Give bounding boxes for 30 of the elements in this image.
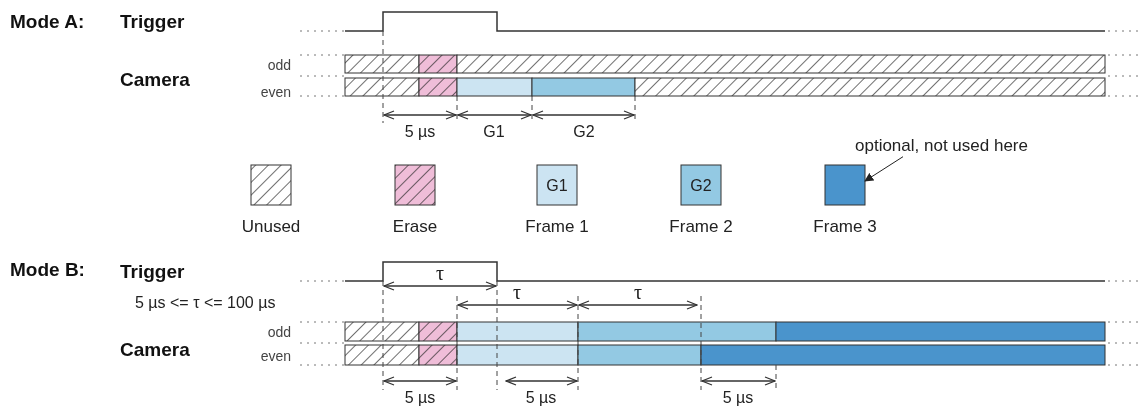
constraint-note: 5 µs <= τ <= 100 µs: [135, 294, 276, 312]
legend-label: Frame 3: [813, 217, 877, 237]
duration-label: τ: [634, 281, 642, 303]
row-label: even: [260, 85, 291, 101]
swatch-label: G1: [546, 177, 568, 195]
swatch-label: G2: [690, 177, 712, 195]
annotation-text: optional, not used here: [855, 137, 1028, 156]
signal-name: Trigger: [120, 261, 185, 283]
mode-title: Mode A:: [10, 11, 85, 33]
duration-label: G1: [483, 123, 505, 141]
duration-label: G2: [573, 123, 595, 141]
signal-name: Camera: [120, 69, 190, 91]
legend-swatch: [824, 164, 866, 206]
leader-arrow: [864, 156, 904, 182]
duration-label: 5 µs: [404, 389, 436, 407]
signal-name: Trigger: [120, 11, 185, 33]
row-label: odd: [267, 325, 291, 341]
duration-label: τ: [436, 262, 444, 284]
legend-label: Erase: [392, 217, 438, 237]
row-label: even: [260, 349, 291, 365]
duration-label: 5 µs: [722, 389, 754, 407]
mode-title: Mode B:: [10, 259, 85, 281]
row-label: odd: [267, 58, 291, 74]
legend-label: Unused: [241, 217, 301, 237]
duration-label: τ: [513, 281, 521, 303]
legend-label: Frame 1: [525, 217, 589, 237]
duration-label: 5 µs: [525, 389, 557, 407]
legend-label: Frame 2: [669, 217, 733, 237]
duration-label: 5 µs: [404, 123, 436, 141]
signal-name: Camera: [120, 339, 190, 361]
